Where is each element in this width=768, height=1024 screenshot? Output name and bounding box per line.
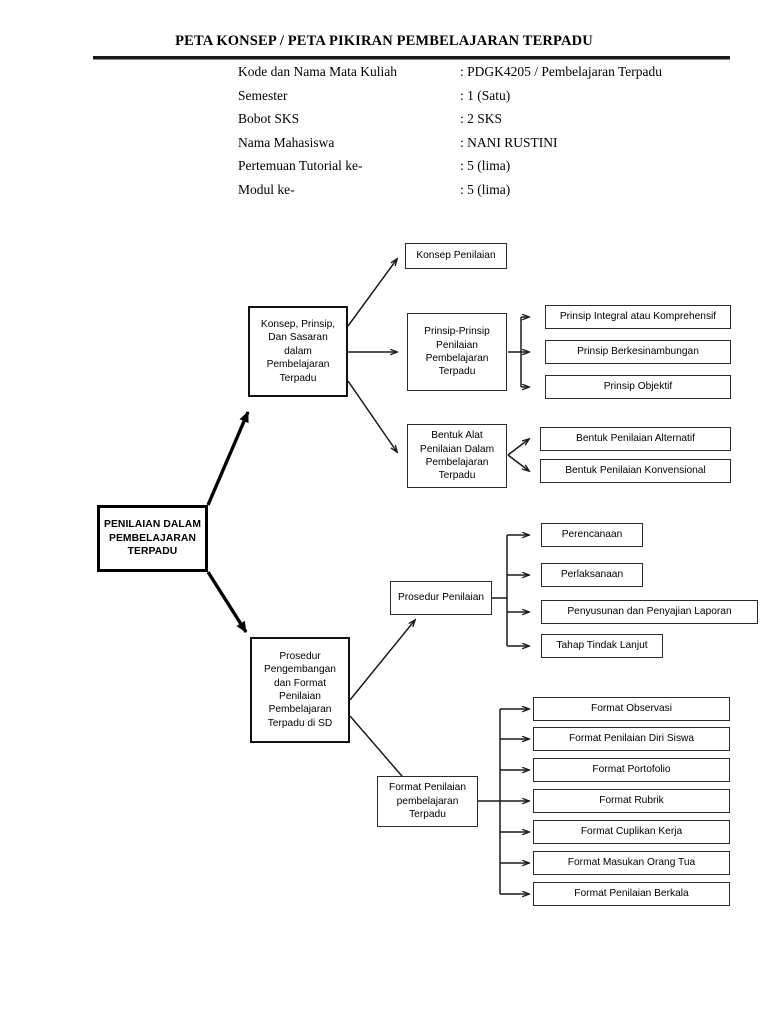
meta-row: Bobot SKS : 2 SKS (238, 111, 738, 135)
node-label: Format Penilaian pembelajaran Terpadu (388, 782, 466, 821)
leaf-label: Format Cuplikan Kerja (580, 826, 683, 838)
leaf-prinsip-2[interactable]: Prinsip Berkesinambungan (545, 340, 731, 364)
leaf-label: Prinsip Berkesinambungan (577, 346, 699, 358)
leaf-label: Format Rubrik (599, 795, 664, 807)
leaf-label: Format Penilaian Diri Siswa (568, 733, 695, 745)
node-bentuk-alat-penilaian[interactable]: Bentuk Alat Penilaian Dalam Pembelajaran… (407, 424, 507, 488)
leaf-label: Tahap Tindak Lanjut (556, 640, 648, 652)
meta-row: Semester : 1 (Satu) (238, 88, 738, 112)
leaf-bentuk-1[interactable]: Bentuk Penilaian Alternatif (540, 427, 731, 451)
node-format-penilaian[interactable]: Format Penilaian pembelajaran Terpadu (377, 776, 478, 827)
leaf-format-7[interactable]: Format Penilaian Berkala (533, 882, 730, 906)
leaf-format-5[interactable]: Format Cuplikan Kerja (533, 820, 730, 844)
leaf-label: Penyusunan dan Penyajian Laporan (567, 606, 732, 618)
meta-value: : NANI RUSTINI (460, 134, 558, 150)
leaf-label: Format Masukan Orang Tua (567, 857, 696, 869)
leaf-prosedur-2[interactable]: Perlaksanaan (541, 563, 643, 587)
leaf-format-2[interactable]: Format Penilaian Diri Siswa (533, 727, 730, 751)
node-root-label: PENILAIAN DALAM PEMBELAJARAN TERPADU (103, 519, 202, 558)
leaf-prinsip-3[interactable]: Prinsip Objektif (545, 375, 731, 399)
node-label: Prosedur Penilaian (397, 592, 485, 604)
meta-label: Modul ke- (238, 181, 295, 197)
meta-value: : 5 (lima) (460, 158, 511, 173)
node-root[interactable]: PENILAIAN DALAM PEMBELAJARAN TERPADU (97, 505, 208, 572)
leaf-label: Format Penilaian Berkala (574, 888, 689, 900)
meta-value: : 5 (lima) (460, 181, 511, 197)
leaf-label: Perlaksanaan (560, 569, 624, 581)
title-divider (93, 56, 730, 60)
meta-value: : 2 SKS (460, 111, 503, 126)
node-label: Prosedur Pengembangan dan Format Penilai… (264, 650, 336, 729)
meta-value: : 1 (Satu) (460, 87, 511, 103)
leaf-prosedur-4[interactable]: Tahap Tindak Lanjut (541, 634, 663, 658)
meta-label: Semester (238, 87, 288, 103)
node-prinsip-prinsip-penilaian[interactable]: Prinsip-Prinsip Penilaian Pembelajaran T… (407, 313, 507, 391)
leaf-label: Prinsip Objektif (603, 381, 673, 393)
node-prosedur-pengembangan[interactable]: Prosedur Pengembangan dan Format Penilai… (250, 637, 350, 743)
leaf-format-1[interactable]: Format Observasi (533, 697, 730, 721)
node-label: Prinsip-Prinsip Penilaian Pembelajaran T… (424, 326, 490, 378)
meta-label: Pertemuan Tutorial ke- (238, 158, 363, 173)
meta-label: Kode dan Nama Mata Kuliah (238, 64, 397, 79)
course-metadata-block: Kode dan Nama Mata Kuliah : PDGK4205 / P… (238, 64, 738, 205)
leaf-label: Bentuk Penilaian Alternatif (576, 433, 695, 445)
node-konsep-prinsip-sasaran[interactable]: Konsep, Prinsip, Dan Sasaran dalam Pembe… (248, 306, 348, 397)
leaf-format-4[interactable]: Format Rubrik (533, 789, 730, 813)
leaf-prosedur-3[interactable]: Penyusunan dan Penyajian Laporan (541, 600, 758, 624)
leaf-prosedur-1[interactable]: Perencanaan (541, 523, 643, 547)
meta-row: Nama Mahasiswa : NANI RUSTINI (238, 135, 738, 159)
meta-row: Modul ke- : 5 (lima) (238, 182, 738, 206)
leaf-label: Format Observasi (591, 703, 672, 715)
leaf-label: Format Portofolio (592, 764, 671, 776)
meta-row: Pertemuan Tutorial ke- : 5 (lima) (238, 158, 738, 182)
meta-label: Bobot SKS (238, 111, 300, 126)
node-konsep-penilaian[interactable]: Konsep Penilaian (405, 243, 507, 269)
leaf-label: Prinsip Integral atau Komprehensif (559, 311, 717, 323)
node-prosedur-penilaian[interactable]: Prosedur Penilaian (390, 581, 492, 615)
node-label: Konsep, Prinsip, Dan Sasaran dalam Pembe… (260, 318, 336, 384)
leaf-label: Perencanaan (561, 529, 623, 541)
meta-label: Nama Mahasiswa (238, 134, 335, 150)
leaf-format-6[interactable]: Format Masukan Orang Tua (533, 851, 730, 875)
meta-value: : PDGK4205 / Pembelajaran Terpadu (460, 64, 663, 79)
leaf-label: Bentuk Penilaian Konvensional (565, 465, 706, 477)
leaf-prinsip-1[interactable]: Prinsip Integral atau Komprehensif (545, 305, 731, 329)
leaf-bentuk-2[interactable]: Bentuk Penilaian Konvensional (540, 459, 731, 483)
meta-row: Kode dan Nama Mata Kuliah : PDGK4205 / P… (238, 64, 738, 88)
leaf-format-3[interactable]: Format Portofolio (533, 758, 730, 782)
node-label: Konsep Penilaian (416, 250, 496, 262)
node-label: Bentuk Alat Penilaian Dalam Pembelajaran… (419, 430, 495, 482)
page-title: PETA KONSEP / PETA PIKIRAN PEMBELAJARAN … (175, 33, 593, 49)
